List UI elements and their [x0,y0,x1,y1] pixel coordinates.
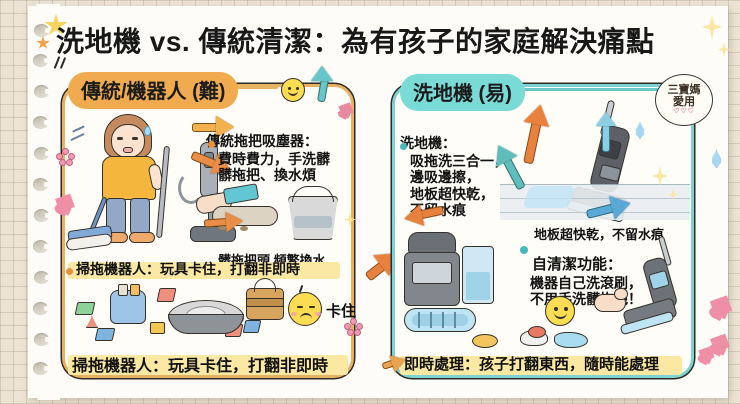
punch-hole [34,85,54,98]
illustration-bucket [286,186,342,242]
page-title: 洗地機 vs. 傳統清潔：為有孩子的家庭解決痛點 [56,20,696,60]
sparkle-icon [668,188,678,201]
teal-up-arrow-icon [310,66,334,103]
panel-traditional-heading-text: 傳統/機器人 (難) [81,81,226,103]
paper-torn-bottom-edge [28,384,728,396]
punch-hole [33,116,53,129]
punch-hole [33,54,53,67]
punch-hole [33,302,53,315]
punch-hole [34,209,54,222]
paper-torn-top-edge [28,6,728,18]
illustration-mop [65,196,138,252]
smiley-face-icon [281,78,305,102]
list-bullet [520,246,528,254]
list-bullet [400,143,407,150]
pill-rule-right [516,88,668,91]
traditional-block-lead: 傳統拖把吸塵器： [206,132,318,149]
stuck-label: 卡住 [326,303,357,320]
punch-hole [34,271,54,284]
panel-traditional-heading: 傳統/機器人 (難) [68,72,239,109]
punch-hole [34,333,54,346]
status-badge: 三寶媽 愛用 ♡♡♡ [655,74,713,126]
page-title-text: 洗地機 vs. 傳統清潔：為有孩子的家庭解決痛點 [56,26,655,57]
caption-robot-mid: 掃拖機器人：玩具卡住，打翻非即時 [76,261,300,277]
teal-arrow-icon [596,112,616,154]
orange-arrow-icon [203,210,248,233]
floorwasher-block-bullet: 吸拖洗三合一， 邊吸邊擦， 地板超快乾， 不留水痕 [410,152,508,219]
highlight-band [68,355,348,375]
panel-floor-washer-heading-text: 洗地機 (易) [413,83,512,105]
smiley-face-icon [545,296,575,326]
water-drop-icon [711,150,722,168]
highlight-band [400,356,682,375]
selfclean-lead: 自清潔功能： [532,255,623,273]
caption-fast-dry: 地板超快乾，不留水痕 [534,227,665,243]
illustration-spill [472,326,602,356]
list-bullet [208,141,215,148]
highlight-band [68,262,340,279]
illustration-self-clean-station [404,232,524,344]
illustration-toys-and-robot [74,278,304,346]
punch-hole [34,147,54,160]
caption-traditional-bottom: 掃拖機器人：玩具卡住，打翻非即時 [72,358,329,375]
panel-floor-washer-heading: 洗地機 (易) [400,74,525,111]
illustration-hand [594,288,634,318]
flower-icon [344,318,364,338]
punch-hole [33,178,53,191]
traditional-block-bullet: 費時費力，手洗髒 髒拖把、換水煩 [218,150,330,184]
illustration-tired-woman [70,114,188,244]
list-bullet [66,268,73,275]
punch-hole [33,362,53,375]
badge-hearts: ♡♡♡ [673,108,695,116]
caption-floorwasher-bottom: 即時處理：孩子打翻東西，隨時能處理 [404,356,660,373]
angry-face-icon [288,292,322,326]
badge-line-1: 三寶媽 [667,84,701,97]
punch-hole [33,240,53,253]
illustration-floor-washer-handheld [619,235,702,346]
flower-icon [56,148,76,168]
orange-arrow-icon [192,116,238,138]
water-drop-icon [635,122,645,139]
floorwasher-block-lead: 洗地機： [400,134,456,151]
badge-line-2: 愛用 [673,96,695,109]
punch-hole [34,24,54,37]
